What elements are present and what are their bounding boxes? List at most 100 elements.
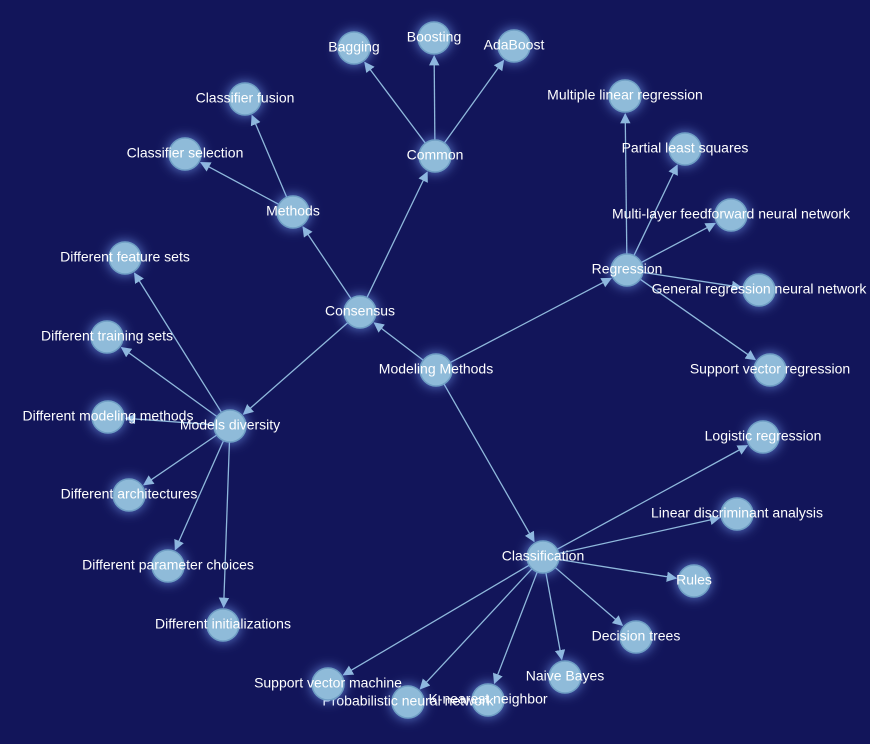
node-circle[interactable] — [619, 620, 653, 654]
node-label: Different parameter choices — [82, 557, 254, 573]
node-circle[interactable] — [471, 683, 505, 717]
edge-diversity-to-modelingm — [124, 413, 215, 426]
node-circle[interactable] — [753, 353, 787, 387]
node-circle[interactable] — [608, 79, 642, 113]
node-nbayes[interactable]: Naive Bayes — [526, 660, 605, 694]
node-label: Partial least squares — [622, 140, 749, 156]
node-svm[interactable]: Support vector machine — [254, 667, 402, 701]
node-consensus[interactable]: Consensus — [325, 295, 395, 329]
node-selection[interactable]: Classifier selection — [127, 137, 244, 171]
node-modeling[interactable]: Modeling Methods — [379, 353, 493, 387]
node-circle[interactable] — [311, 667, 345, 701]
node-feature[interactable]: Different feature sets — [60, 241, 190, 275]
node-label: Classifier fusion — [196, 90, 295, 106]
node-circle[interactable] — [610, 253, 644, 287]
node-circle[interactable] — [168, 137, 202, 171]
node-circle[interactable] — [91, 400, 125, 434]
node-label: Bagging — [328, 39, 379, 55]
node-label: Different training sets — [41, 328, 173, 344]
node-label: Methods — [266, 203, 320, 219]
node-circle[interactable] — [714, 198, 748, 232]
node-init[interactable]: Different initializations — [155, 608, 291, 642]
node-label: Support vector machine — [254, 675, 402, 691]
edge-methods-to-fusion — [250, 114, 288, 198]
node-pnn[interactable]: Probabilistic neural network — [322, 685, 495, 719]
node-bagging[interactable]: Bagging — [328, 31, 380, 65]
node-circle[interactable] — [526, 540, 560, 574]
node-label: Different architectures — [61, 486, 198, 502]
edge-layer — [120, 54, 757, 690]
node-fusion[interactable]: Classifier fusion — [196, 82, 295, 116]
node-svr[interactable]: Support vector regression — [690, 353, 850, 387]
edge-regression-to-svr — [639, 278, 757, 361]
node-label: Classifier selection — [127, 145, 244, 161]
node-circle[interactable] — [90, 320, 124, 354]
edge-consensus-to-diversity — [242, 322, 349, 415]
node-lda[interactable]: Linear discriminant analysis — [651, 497, 823, 531]
edge-classification-to-pnn — [419, 568, 533, 690]
node-logistic[interactable]: Logistic regression — [705, 420, 822, 454]
node-circle[interactable] — [668, 132, 702, 166]
node-circle[interactable] — [548, 660, 582, 694]
node-pls[interactable]: Partial least squares — [622, 132, 749, 166]
node-label: Different initializations — [155, 616, 291, 632]
node-dtree[interactable]: Decision trees — [592, 620, 681, 654]
edge-modeling-to-classification — [443, 383, 535, 543]
node-circle[interactable] — [337, 31, 371, 65]
node-modelingm[interactable]: Different modeling methods — [23, 400, 194, 434]
node-circle[interactable] — [228, 82, 262, 116]
node-label: Multiple linear regression — [547, 87, 703, 103]
node-knn[interactable]: K-nearest neighbor — [428, 683, 548, 717]
node-circle[interactable] — [276, 195, 310, 229]
node-methods[interactable]: Methods — [266, 195, 320, 229]
edge-diversity-to-param — [174, 440, 225, 551]
edge-classification-to-logistic — [556, 445, 749, 550]
node-training[interactable]: Different training sets — [41, 320, 173, 354]
node-circle[interactable] — [151, 549, 185, 583]
node-adaboost[interactable]: AdaBoost — [484, 29, 545, 63]
node-regression[interactable]: Regression — [592, 253, 663, 287]
node-circle[interactable] — [419, 353, 453, 387]
edge-consensus-to-methods — [302, 226, 352, 300]
node-circle[interactable] — [720, 497, 754, 531]
node-label: Boosting — [407, 29, 461, 45]
node-circle[interactable] — [418, 139, 452, 173]
edge-diversity-to-training — [120, 346, 218, 418]
node-circle[interactable] — [213, 409, 247, 443]
node-circle[interactable] — [206, 608, 240, 642]
edge-classification-to-lda — [558, 514, 721, 555]
node-label: Different modeling methods — [23, 408, 194, 424]
node-label: K-nearest neighbor — [428, 691, 547, 707]
node-circle[interactable] — [343, 295, 377, 329]
edge-common-to-adaboost — [443, 59, 505, 144]
node-circle[interactable] — [497, 29, 531, 63]
node-boosting[interactable]: Boosting — [407, 21, 461, 55]
node-circle[interactable] — [417, 21, 451, 55]
node-circle[interactable] — [677, 564, 711, 598]
edge-regression-to-pls — [633, 164, 678, 256]
node-diversity[interactable]: Models diversity — [180, 409, 280, 443]
node-mlr[interactable]: Multiple linear regression — [547, 79, 703, 113]
node-circle[interactable] — [746, 420, 780, 454]
node-arch[interactable]: Different architectures — [61, 478, 198, 512]
node-circle[interactable] — [742, 273, 776, 307]
edge-classification-to-nbayes — [545, 572, 566, 661]
node-classification[interactable]: Classification — [502, 540, 584, 574]
node-label: Support vector regression — [690, 361, 850, 377]
edge-regression-to-mlr — [620, 112, 631, 255]
node-param[interactable]: Different parameter choices — [82, 549, 254, 583]
node-label: Common — [407, 147, 464, 163]
node-rules[interactable]: Rules — [676, 564, 712, 598]
node-circle[interactable] — [391, 685, 425, 719]
node-label: Linear discriminant analysis — [651, 505, 823, 521]
node-common[interactable]: Common — [407, 139, 464, 173]
edge-diversity-to-init — [218, 441, 231, 609]
node-label: General regression neural network — [652, 281, 868, 297]
node-mlff[interactable]: Multi-layer feedforward neural network — [612, 198, 851, 232]
node-circle[interactable] — [108, 241, 142, 275]
node-label: Rules — [676, 572, 712, 588]
node-grnn[interactable]: General regression neural network — [652, 273, 868, 307]
edge-classification-to-dtree — [554, 566, 624, 626]
node-label: Consensus — [325, 303, 395, 319]
node-circle[interactable] — [112, 478, 146, 512]
